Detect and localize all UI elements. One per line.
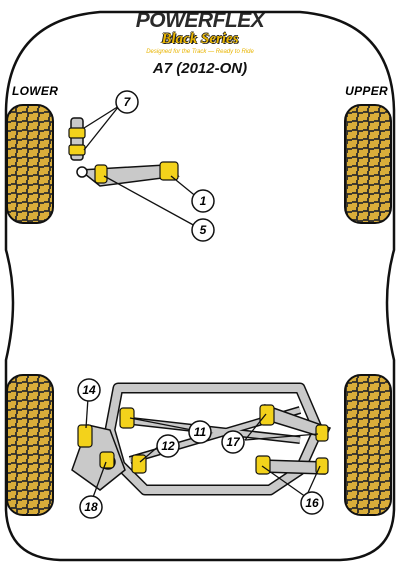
callout-16: 16 [300,491,324,515]
callout-18: 18 [79,495,103,519]
callout-5-label: 5 [200,223,207,237]
callout-12: 12 [156,434,180,458]
bushing-14 [77,424,93,448]
brand-tagline: Designed for the Track — Ready to Ride [146,49,254,55]
car-body-outline [4,10,396,562]
label-lower: LOWER [12,84,59,98]
callout-11-label: 11 [194,425,207,439]
bushing-18 [99,451,115,469]
rear-subframe [104,382,324,496]
callout-1-label: 1 [200,194,207,208]
tire-front-left [6,104,54,224]
brand-series: Black Series [161,31,239,47]
callout-5: 5 [191,218,215,242]
tire-rear-left [6,374,54,516]
callout-17: 17 [221,430,245,454]
tire-rear-right [344,374,392,516]
callout-17-label: 17 [226,435,241,449]
tire-front-right [344,104,392,224]
label-upper: UPPER [345,84,388,98]
callout-7: 7 [115,90,139,114]
callout-16-label: 16 [305,496,319,510]
leader-lines [83,105,321,501]
bushing-17 [259,404,329,442]
bushing-12 [131,454,147,474]
front-upper-link-part [68,117,86,161]
callout-18-label: 18 [84,500,98,514]
brand-logo: POWERFLEX Black Series Designed for the … [116,7,284,57]
callout-1: 1 [191,189,215,213]
brand-name: POWERFLEX [135,9,265,32]
callout-7-label: 7 [124,95,132,109]
callout-14: 14 [77,378,101,402]
model-title: A7 (2012-ON) [152,60,248,77]
front-lower-arm-part [76,161,180,187]
callout-12-label: 12 [161,439,175,453]
callout-14-label: 14 [82,383,96,397]
callout-11: 11 [188,420,212,444]
bushing-11 [119,407,135,429]
